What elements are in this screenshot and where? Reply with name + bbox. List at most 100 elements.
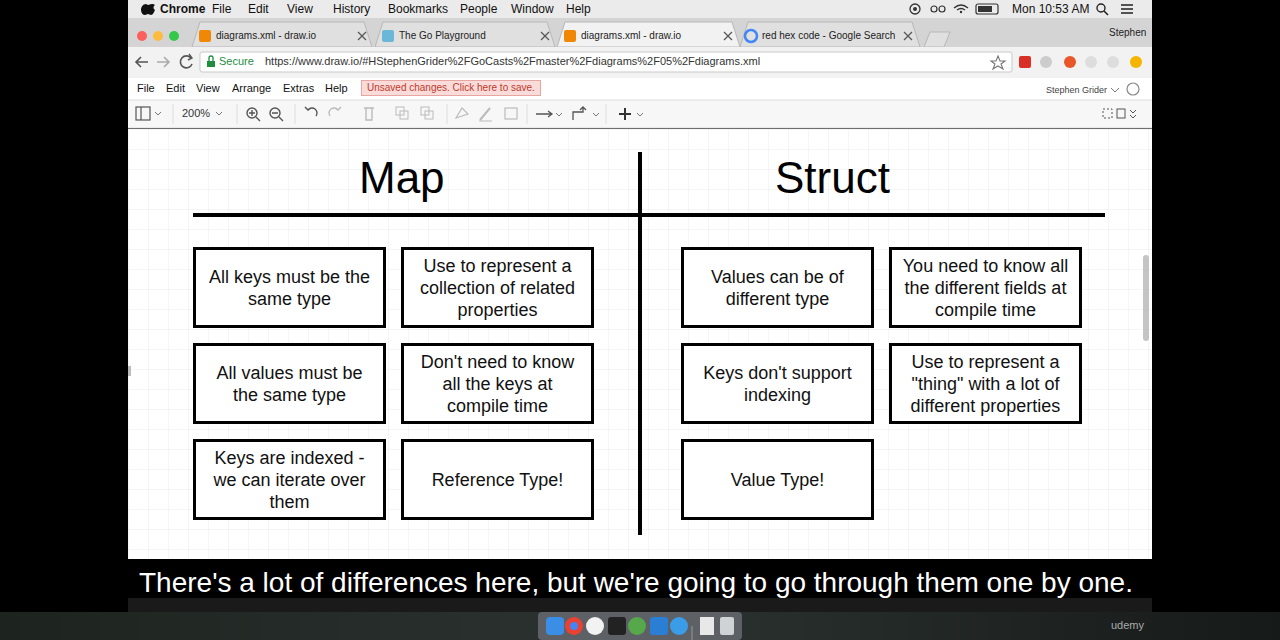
drawio-toolbar-part xyxy=(480,108,490,120)
drawio-toolbar-part xyxy=(136,107,150,120)
table-divider-part xyxy=(638,152,642,535)
menu-item: File xyxy=(212,2,231,16)
video-subtitle: There's a lot of differences here, but w… xyxy=(139,566,1133,600)
drawio-toolbar-part xyxy=(329,107,341,116)
box-text: All keys must be the same type xyxy=(202,266,377,310)
drawio-toolbar-part xyxy=(400,111,408,119)
menu-item: Chrome xyxy=(160,2,205,16)
drawio-toolbar-part xyxy=(456,108,468,118)
tab-strip-part xyxy=(137,31,147,41)
tab-strip-part xyxy=(128,18,1152,47)
user-name: Stephen Grider xyxy=(1046,85,1107,96)
box-text: Values can be of different type xyxy=(690,266,865,310)
app-menu-item: Edit xyxy=(166,82,185,95)
address-bar xyxy=(128,47,1152,78)
box-text: All values must be the same type xyxy=(202,362,377,406)
comparison-box: Don't need to know all the keys at compi… xyxy=(401,343,594,424)
column-heading: Struct xyxy=(775,152,890,205)
player-bottom-part xyxy=(570,622,578,630)
player-bottom-part xyxy=(128,598,1152,612)
drawio-toolbar-part xyxy=(479,121,492,122)
player-bottom-part xyxy=(586,617,604,635)
drawio-menu-bar-part xyxy=(1111,88,1119,92)
menu-item: People xyxy=(460,2,497,16)
tab-strip-part xyxy=(740,22,920,47)
mac-menu-bar-part xyxy=(128,0,1152,18)
menu-item: Help xyxy=(566,2,591,16)
box-text: Use to represent a "thing" with a lot of… xyxy=(898,351,1073,417)
tab-strip-part xyxy=(192,22,372,47)
player-bottom-part xyxy=(692,626,693,640)
menu-item: Window xyxy=(511,2,554,16)
drawio-toolbar-part xyxy=(364,108,374,120)
comparison-box: Keys don't support indexing xyxy=(681,343,874,424)
app-menu-item: Help xyxy=(325,82,348,95)
tab-title: red hex code - Google Search xyxy=(762,30,895,42)
address-bar-part xyxy=(180,56,192,68)
drawio-toolbar-part xyxy=(619,108,631,120)
tab-strip-part xyxy=(904,32,912,40)
tab-strip-part xyxy=(382,30,394,42)
address-bar-part xyxy=(188,54,192,60)
drawio-toolbar-part xyxy=(505,108,517,119)
tab-strip-part xyxy=(924,32,950,47)
tab-strip-part xyxy=(557,22,740,47)
zoom-level: 200% xyxy=(182,107,210,120)
tab-strip-part xyxy=(375,22,555,47)
drawio-toolbar-part xyxy=(128,100,1152,128)
comparison-box: You need to know all the different field… xyxy=(889,247,1082,328)
comparison-box: All values must be the same type xyxy=(193,343,386,424)
tab-strip-part xyxy=(358,32,366,40)
tab-strip-part xyxy=(745,30,757,42)
mac-menu-bar-part xyxy=(960,11,962,13)
menu-item: View xyxy=(287,2,313,16)
tab-strip-part xyxy=(541,32,549,40)
mac-menu-bar-part xyxy=(1104,11,1108,15)
mac-menu-bar-part xyxy=(913,7,917,11)
app-menu-item: Extras xyxy=(283,82,314,95)
drawio-canvas xyxy=(128,129,1152,559)
drawio-toolbar-part xyxy=(1103,109,1112,118)
player-bottom-part xyxy=(670,617,688,635)
drawio-toolbar-part xyxy=(305,107,317,116)
comparison-box: Use to represent a collection of related… xyxy=(401,247,594,328)
drawio-toolbar-part xyxy=(425,111,433,119)
profile-name: Stephen xyxy=(1109,27,1146,39)
player-bottom-part xyxy=(0,612,1280,640)
drawio-toolbar-part xyxy=(536,111,552,117)
player-bottom-part xyxy=(700,617,714,635)
tab-strip xyxy=(128,18,1152,47)
app-menu-item: File xyxy=(137,82,155,95)
address-bar-part xyxy=(1064,56,1076,68)
box-text: Don't need to know all the keys at compi… xyxy=(410,351,585,417)
table-divider-part xyxy=(193,213,1105,217)
drawio-menu-bar xyxy=(128,78,1152,100)
box-text: Keys don't support indexing xyxy=(690,362,865,406)
player-bottom-part xyxy=(628,617,646,635)
mac-menu-bar xyxy=(128,0,1152,18)
player-bottom-part xyxy=(538,612,742,640)
comparison-box: Use to represent a "thing" with a lot of… xyxy=(889,343,1082,424)
address-bar-part xyxy=(128,47,1152,78)
drawio-menu-bar-part xyxy=(128,78,1152,100)
drawio-toolbar-part xyxy=(593,113,599,116)
drawio-canvas-part xyxy=(128,129,1152,559)
player-bottom-part xyxy=(720,617,734,635)
drawio-toolbar-part xyxy=(1130,110,1136,118)
tab-strip-part xyxy=(724,32,732,40)
player-bottom-part xyxy=(546,617,564,635)
tab-strip-part xyxy=(564,30,576,42)
address-bar-part xyxy=(136,57,148,67)
drawio-toolbar-part xyxy=(637,113,643,116)
menu-clock: Mon 10:53 AM xyxy=(1012,2,1089,16)
address-bar-part xyxy=(1107,56,1119,68)
watermark: udemy xyxy=(1111,619,1144,632)
tab-strip-part xyxy=(169,31,179,41)
address-bar-part xyxy=(209,56,213,61)
address-bar-part xyxy=(1085,56,1097,68)
url-text: https://www.draw.io/#HStephenGrider%2FGo… xyxy=(265,55,760,68)
address-bar-part xyxy=(1040,56,1052,68)
mac-menu-bar-part xyxy=(976,4,998,14)
address-bar-part xyxy=(157,57,169,67)
